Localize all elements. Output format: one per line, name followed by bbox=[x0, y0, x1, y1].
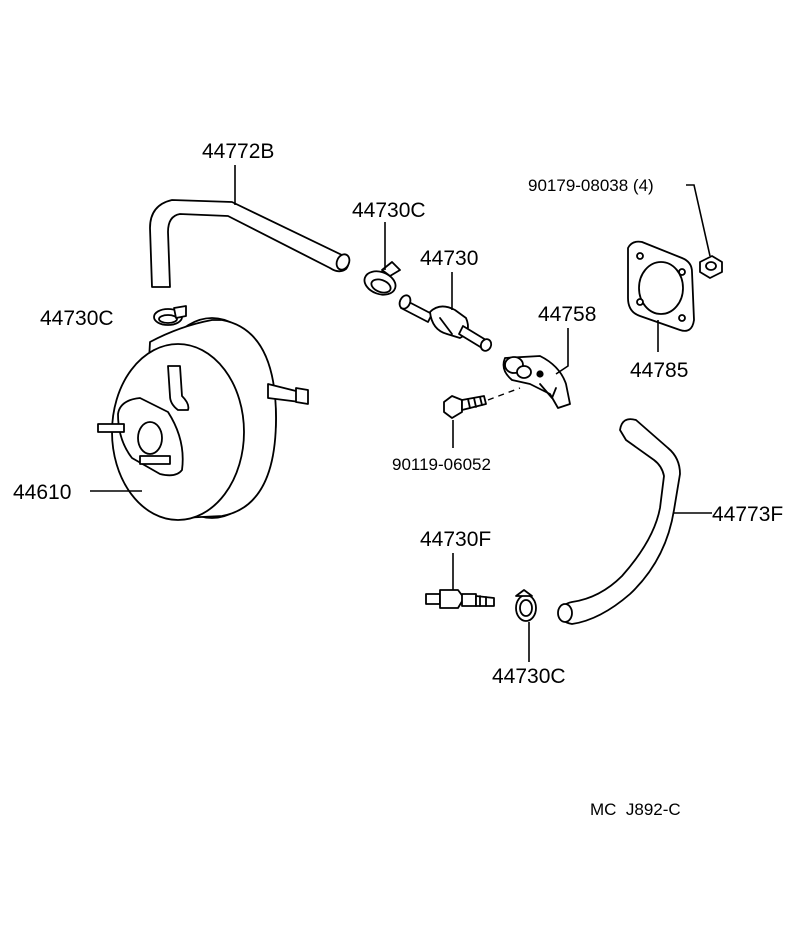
check-valve-center bbox=[398, 294, 493, 352]
label-44758: 44758 bbox=[538, 303, 596, 326]
brake-booster bbox=[97, 317, 309, 521]
label-44730: 44730 bbox=[420, 247, 478, 270]
bolt-alignment-line bbox=[487, 387, 521, 401]
leader-44758 bbox=[555, 328, 569, 375]
hose-clip-top bbox=[363, 261, 401, 296]
label-44610: 44610 bbox=[13, 481, 71, 504]
label-44730F: 44730F bbox=[420, 528, 491, 551]
check-valve-lower bbox=[425, 589, 495, 609]
vacuum-hose-right bbox=[557, 418, 681, 625]
gasket-plate bbox=[627, 240, 695, 332]
label-90179-08038: 90179-08038 (4) bbox=[528, 176, 654, 195]
hex-nut bbox=[699, 255, 723, 279]
diagram-code: MC J892-C bbox=[590, 800, 681, 819]
hose-clip-left bbox=[153, 305, 187, 326]
leader-90179-08038 bbox=[686, 184, 711, 257]
label-44785: 44785 bbox=[630, 359, 688, 382]
label-90119-06052: 90119-06052 bbox=[392, 455, 491, 474]
label-44730C-top: 44730C bbox=[352, 199, 426, 222]
hose-clip-lower bbox=[515, 589, 537, 622]
label-44772B: 44772B bbox=[202, 140, 274, 163]
vacuum-hose-top bbox=[149, 199, 351, 288]
mounting-bolt bbox=[443, 395, 487, 419]
label-44773F: 44773F bbox=[712, 503, 783, 526]
label-44730C-left: 44730C bbox=[40, 307, 114, 330]
label-44730C-lower: 44730C bbox=[492, 665, 566, 688]
valve-bracket bbox=[502, 355, 571, 409]
